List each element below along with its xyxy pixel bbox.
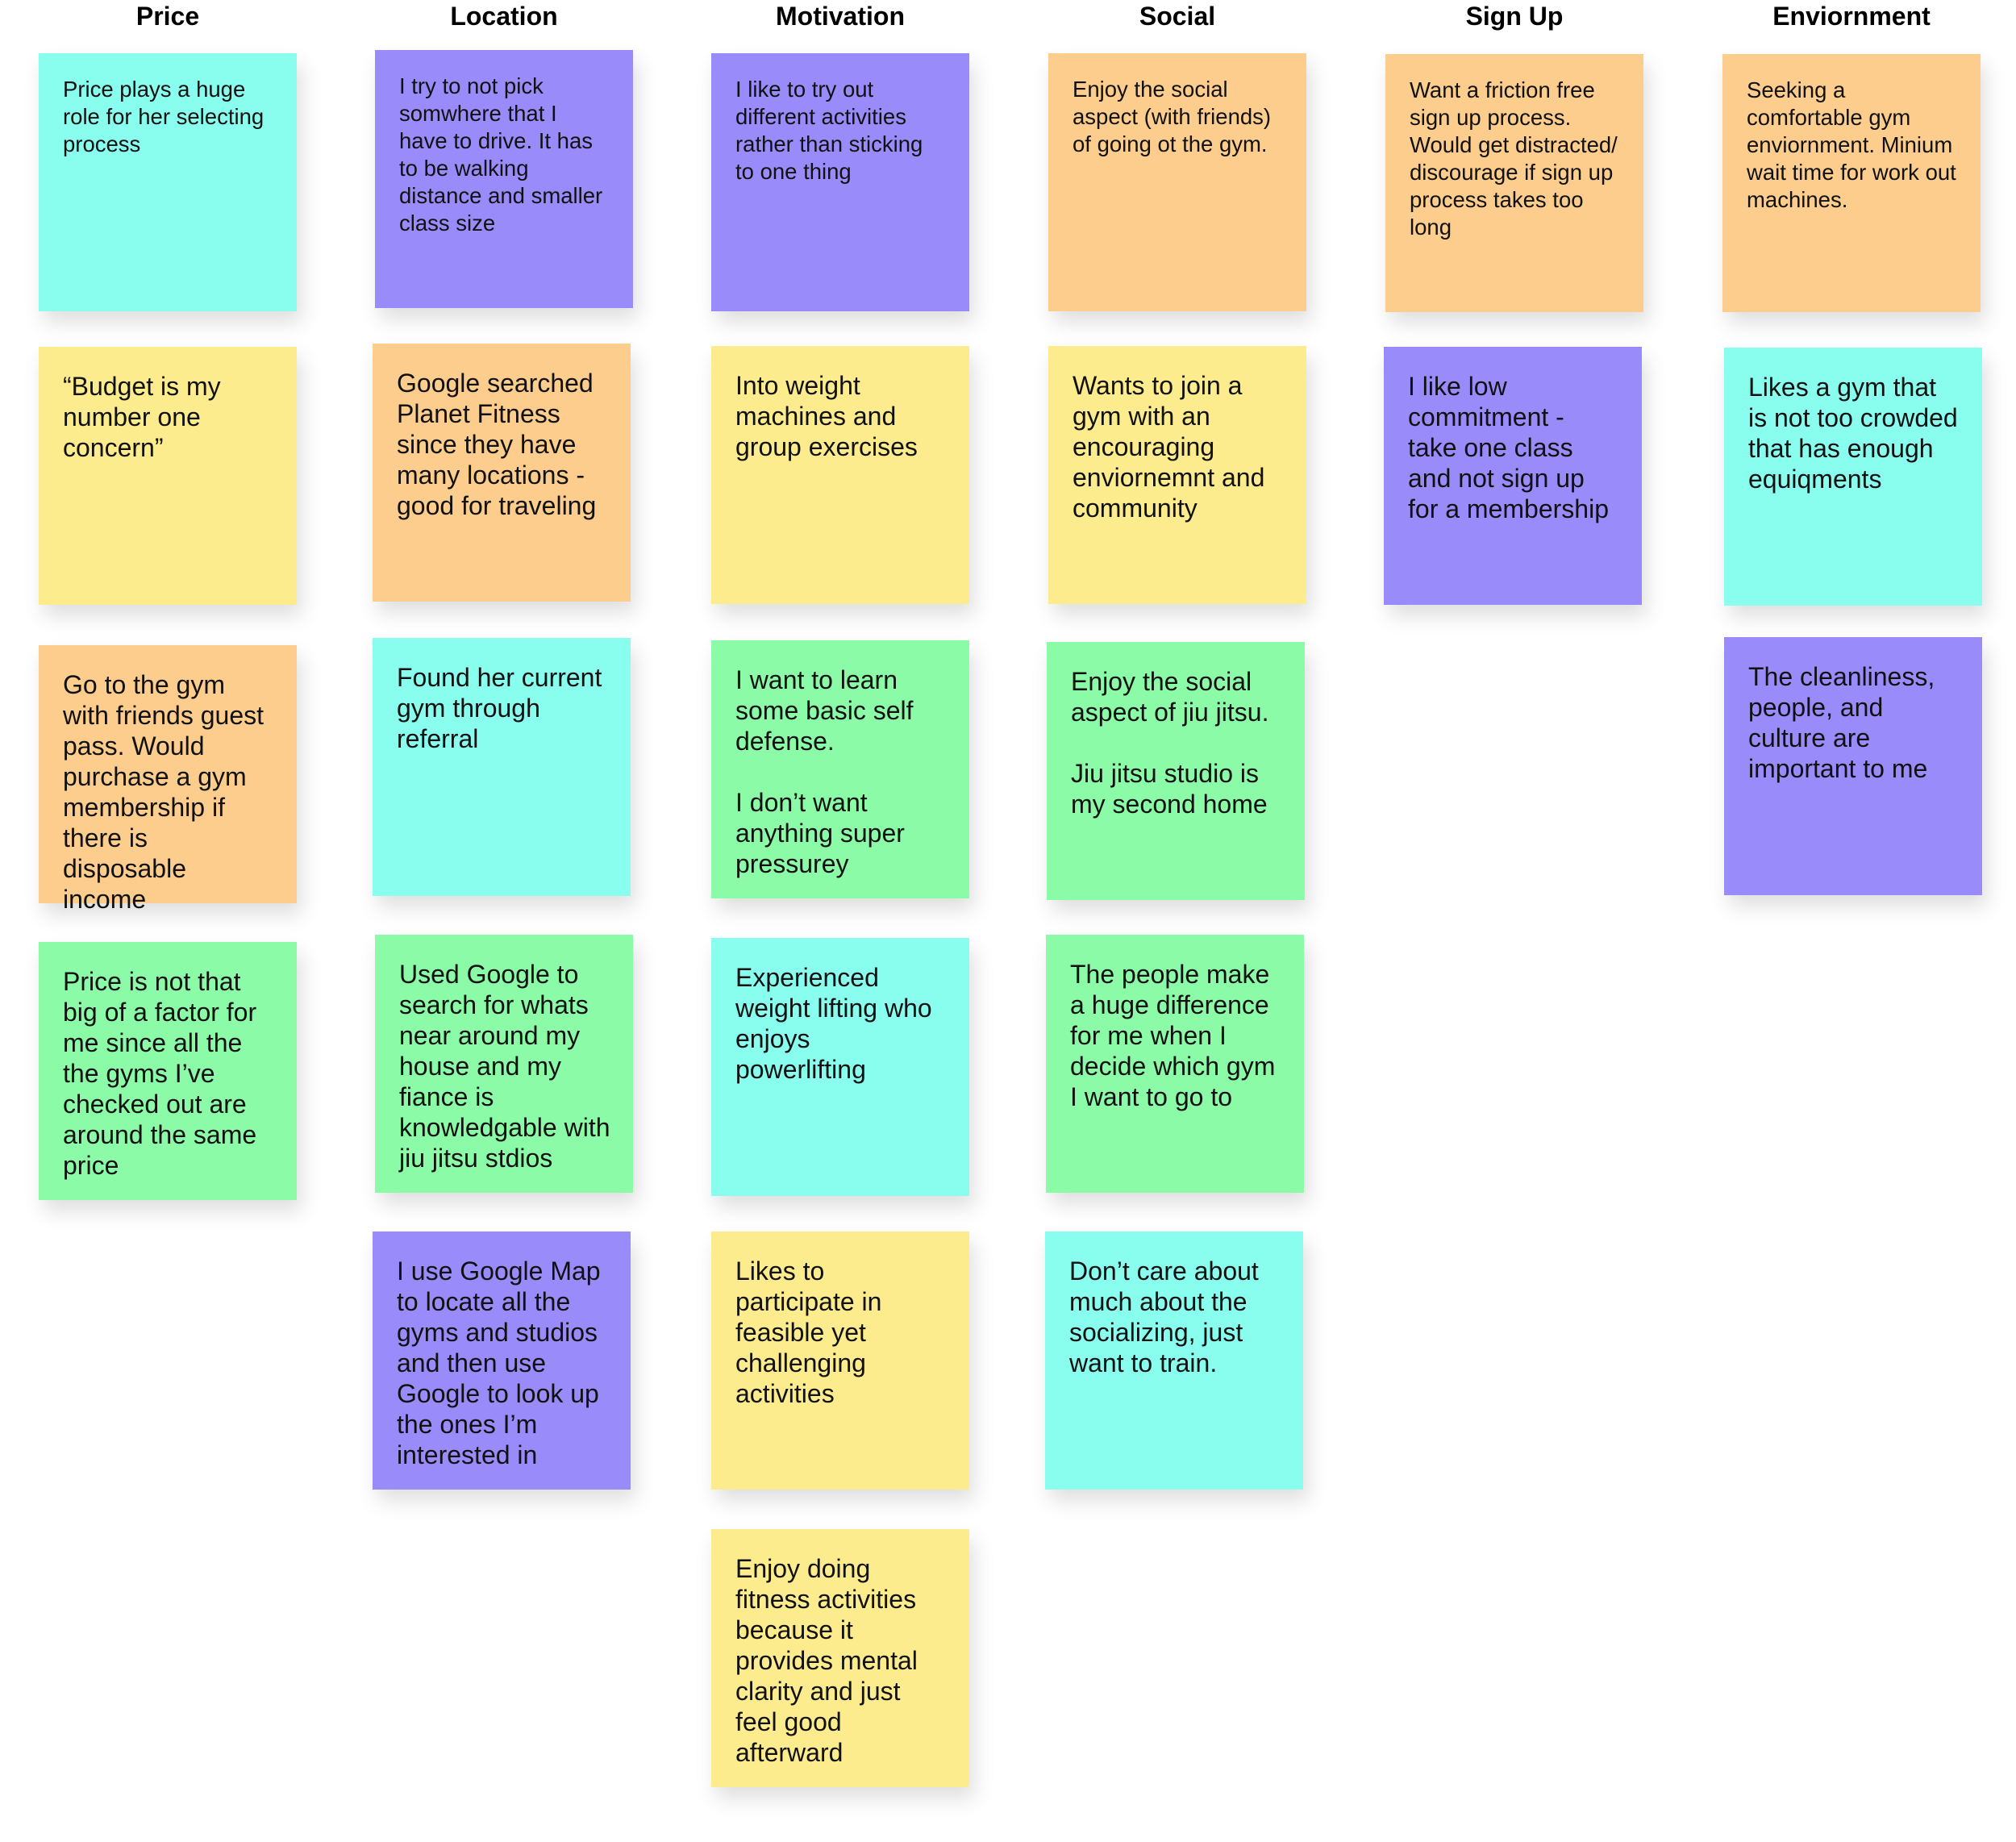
sticky-note[interactable]: “Budget is my number one concern” (39, 347, 297, 605)
sticky-note[interactable]: Price plays a huge role for her selectin… (39, 53, 297, 311)
sticky-note[interactable]: Seeking a comfortable gym enviornment. M… (1722, 54, 1981, 312)
sticky-note[interactable]: Wants to join a gym with an encouraging … (1048, 346, 1306, 604)
sticky-note[interactable]: I use Google Map to locate all the gyms … (373, 1231, 631, 1490)
sticky-note[interactable]: Price is not that big of a factor for me… (39, 942, 297, 1200)
sticky-note[interactable]: Found her current gym through referral (373, 638, 631, 896)
sticky-note[interactable]: Enjoy the social aspect of jiu jitsu. Ji… (1047, 642, 1305, 900)
sticky-note[interactable]: The people make a huge difference for me… (1046, 935, 1304, 1193)
sticky-note[interactable]: Don’t care about much about the socializ… (1045, 1231, 1303, 1490)
sticky-note[interactable]: Used Google to search for whats near aro… (375, 935, 633, 1193)
column-header-social: Social (1139, 2, 1216, 31)
column-header-location: Location (450, 2, 558, 31)
sticky-note[interactable]: I want to learn some basic self defense.… (711, 640, 969, 898)
sticky-note[interactable]: I like to try out different activities r… (711, 53, 969, 311)
sticky-note[interactable]: Enjoy doing fitness activities because i… (711, 1529, 969, 1787)
sticky-note[interactable]: Likes a gym that is not too crowded that… (1724, 348, 1982, 606)
sticky-note[interactable]: Enjoy the social aspect (with friends) o… (1048, 53, 1306, 311)
sticky-note[interactable]: Into weight machines and group exercises (711, 346, 969, 604)
column-header-motivation: Motivation (776, 2, 905, 31)
column-header-sign-up: Sign Up (1465, 2, 1564, 31)
sticky-note[interactable]: Likes to participate in feasible yet cha… (711, 1231, 969, 1490)
column-header-price: Price (135, 2, 200, 31)
sticky-note[interactable]: Want a friction free sign up process. Wo… (1385, 54, 1643, 312)
sticky-note[interactable]: I like low commitment - take one class a… (1384, 347, 1642, 605)
sticky-note[interactable]: I try to not pick somwhere that I have t… (375, 50, 633, 308)
sticky-note[interactable]: Google searched Planet Fitness since the… (373, 344, 631, 602)
column-header-environment: Enviornment (1772, 2, 1931, 31)
sticky-note[interactable]: Go to the gym with friends guest pass. W… (39, 645, 297, 914)
sticky-note[interactable]: The cleanliness, people, and culture are… (1724, 637, 1982, 895)
sticky-note[interactable]: Experienced weight lifting who enjoys po… (711, 938, 969, 1196)
